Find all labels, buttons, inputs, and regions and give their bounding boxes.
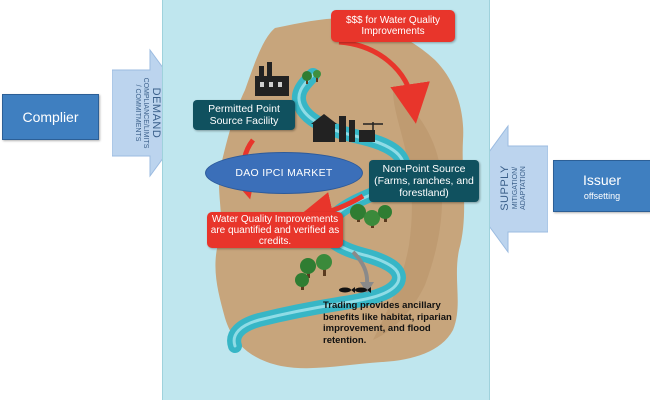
market-label: DAO IPCI MARKET [235, 167, 333, 179]
watershed-panel: $$$ for Water Quality Improvements Permi… [162, 0, 490, 400]
red-arrow-top [338, 39, 430, 124]
demand-title: DEMAND [150, 87, 162, 139]
issuer-box: Issuer offsetting [553, 160, 650, 212]
gray-flow-arrowhead [360, 282, 374, 293]
complier-box: Complier [2, 94, 99, 140]
nonpoint-source-box: Non-Point Source (Farms, ranches, and fo… [369, 160, 479, 202]
benefits-note: Trading provides ancillary benefits like… [323, 300, 463, 346]
complier-label: Complier [22, 109, 79, 125]
issuer-label: Issuer [582, 171, 622, 188]
gray-flow-arrow [351, 250, 370, 285]
market-ellipse: DAO IPCI MARKET [205, 152, 363, 194]
demand-subtitle-2: / COMMITMENTS [134, 84, 141, 142]
demand-subtitle-1: COMPLIANCE/LIMITS [142, 77, 149, 149]
credits-label: Water Quality Improvements are quantifie… [210, 213, 340, 247]
tree-group-right [350, 204, 392, 228]
tree-group-left [295, 254, 332, 290]
tree-icon [302, 70, 321, 84]
credits-label-box: Water Quality Improvements are quantifie… [207, 212, 343, 248]
land-shading [373, 90, 443, 340]
funding-label-box: $$$ for Water Quality Improvements [331, 10, 455, 42]
point-source-label: Permitted Point Source Facility [208, 103, 280, 127]
point-source-box: Permitted Point Source Facility [193, 100, 295, 130]
supply-subtitle-1: MITIGATION/ [512, 166, 519, 210]
nonpoint-label: Non-Point Source (Farms, ranches, and fo… [374, 163, 474, 199]
benefits-note-text: Trading provides ancillary benefits like… [323, 300, 452, 346]
factory-icon [255, 62, 289, 96]
supply-subtitle-2: ADAPTATION [520, 166, 527, 210]
supply-title: SUPPLY [499, 165, 511, 211]
farm-icon [311, 114, 383, 142]
supply-arrow-label: SUPPLY MITIGATION/ ADAPTATION [498, 138, 528, 238]
funding-label: $$$ for Water Quality Improvements [345, 15, 441, 37]
fish-icon [339, 287, 371, 293]
issuer-sublabel: offsetting [583, 190, 621, 201]
demand-arrow-label: DEMAND COMPLIANCE/LIMITS / COMMITMENTS [133, 63, 163, 163]
